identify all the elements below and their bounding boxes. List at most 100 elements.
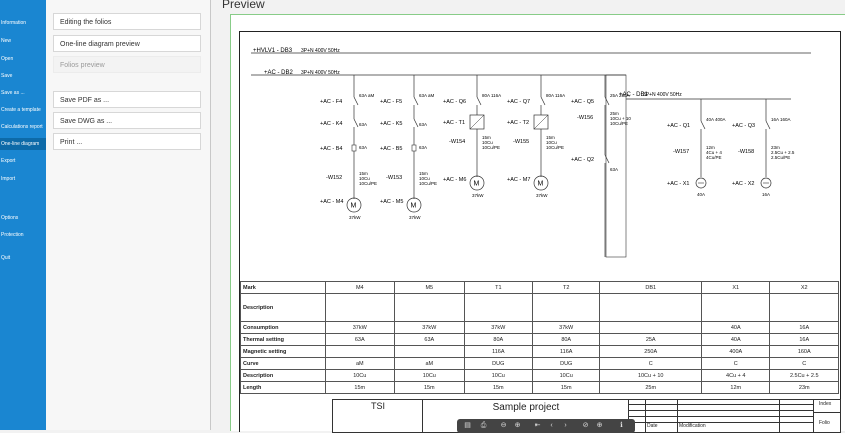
relay-rating: 63A (359, 145, 367, 150)
modification-label: Modification (679, 423, 706, 429)
cable-label: -W157 (673, 149, 689, 155)
contactor-symbol (413, 118, 419, 128)
table-cell: 37kW (532, 321, 601, 334)
load-rating: 16A (762, 192, 770, 197)
viewer-toolbar: ▤ ⎙ ⊖ ⊕ ⇤ ‹ › ⊘ ⊕ ℹ (457, 419, 635, 433)
sidebar-item-quit[interactable]: Quit (1, 255, 11, 261)
breaker-label: +AC - F5 (380, 99, 402, 105)
load-rating: 37kW (536, 193, 548, 198)
breaker-symbol (353, 96, 359, 106)
relay-label: +AC - B4 (320, 146, 342, 152)
print-button[interactable]: Print ... (53, 133, 201, 150)
company-name: TSI (370, 401, 385, 411)
one-line-diagram-menu: Editing the folios One-line diagram prev… (46, 0, 210, 430)
cable-pe: 4Cu/PE (706, 155, 722, 160)
table-cell: 4Cu + 4 (701, 369, 771, 382)
info-icon[interactable]: ℹ (620, 422, 623, 429)
sidebar-item-one-line-diagram[interactable]: One-line diagram (0, 138, 46, 150)
title-block-revisions: Date Modification (628, 399, 815, 433)
cable-section: 2.5Cu + 2.5 (771, 150, 795, 155)
cable-pe: 10Cu/PE (546, 145, 564, 150)
sidebar-item-options[interactable]: Options (1, 215, 19, 221)
table-row: Thermal setting 63A 63A 80A 80A 25A 40A … (240, 333, 839, 346)
table-cell (599, 293, 703, 322)
table-header-cell: M4 (324, 281, 396, 294)
zoom-in-2-icon[interactable]: ⊕ (596, 422, 603, 429)
zoom-fit-icon[interactable]: ⊘ (582, 422, 589, 429)
table-cell: 15m (532, 381, 601, 394)
contactor-rating: 63A (419, 122, 427, 127)
sidebar-item-export[interactable]: Export (1, 158, 16, 164)
title-block-index: Index Folio (813, 399, 841, 433)
first-page-icon[interactable]: ⇤ (534, 422, 541, 429)
table-header-cell: DB1 (599, 281, 703, 294)
cable-section: 10Cu (546, 140, 557, 145)
table-header-cell: T2 (532, 281, 601, 294)
table-cell: C (701, 357, 771, 370)
sidebar-item-create-template[interactable]: Create a template (1, 107, 41, 113)
table-cell: 25m (599, 381, 703, 394)
sidebar-item-calculations-report[interactable]: Calculations report (1, 124, 43, 130)
title-block-company: TSI (332, 399, 424, 433)
table-row: Consumption 37kW 37kW 37kW 37kW 40A 16A (240, 321, 839, 334)
sidebar-item-information[interactable]: Information (1, 20, 27, 26)
table-cell: 80A (532, 333, 601, 346)
editing-folios-button[interactable]: Editing the folios (53, 13, 201, 30)
one-line-preview-button[interactable]: One-line diagram preview (53, 35, 201, 52)
cable-length: 15m (359, 171, 368, 176)
sidebar-item-protection[interactable]: Protection (1, 232, 24, 238)
cable-length: 15m (482, 135, 491, 140)
breaker-rating: 63A aM (419, 93, 435, 98)
motor-symbol (346, 197, 362, 213)
switch-label: +AC - Q2 (571, 157, 594, 163)
contactor-rating: 63A (359, 122, 367, 127)
drive-label: +AC - T2 (507, 120, 529, 126)
breaker-label: +AC - Q1 (667, 123, 690, 129)
cable-length: 15m (546, 135, 555, 140)
drive-label: +AC - T1 (443, 120, 465, 126)
relay-rating: 63A (419, 145, 427, 150)
relay-symbol (351, 144, 357, 152)
sidebar-item-new[interactable]: New (1, 38, 12, 44)
table-header-cell: M5 (394, 281, 465, 294)
sidebar-item-open[interactable]: Open (1, 56, 14, 62)
zoom-in-icon[interactable]: ⊕ (514, 422, 521, 429)
sidebar-item-save[interactable]: Save (1, 73, 13, 79)
save-dwg-button[interactable]: Save DWG as ... (53, 112, 201, 129)
sidebar-item-save-as[interactable]: Save as ... (1, 90, 25, 96)
previous-page-icon[interactable]: ‹ (550, 422, 553, 429)
save-pdf-button[interactable]: Save PDF as ... (53, 91, 201, 108)
table-cell: 400A (701, 345, 771, 358)
contactor-label: +AC - K4 (320, 121, 342, 127)
breaker-symbol (476, 96, 482, 106)
cable-label: -W152 (326, 175, 342, 181)
socket-symbol (695, 177, 707, 189)
table-cell (532, 293, 601, 322)
breaker-label: +AC - Q6 (443, 99, 466, 105)
table-cell: DUG (532, 357, 601, 370)
cable-section: 10Cu (359, 176, 370, 181)
table-row-label: Description (240, 293, 326, 322)
print-icon[interactable]: ⎙ (480, 422, 487, 429)
index-label: Index (819, 401, 832, 407)
table-cell (324, 293, 396, 322)
folios-preview-button[interactable]: Folios preview (53, 56, 201, 73)
cable-section: 10Cu (419, 176, 430, 181)
motor-symbol (406, 197, 422, 213)
breaker-symbol (604, 96, 610, 106)
load-rating: 40A (697, 192, 705, 197)
drive-diagonal (469, 114, 485, 130)
cable-label: -W155 (513, 139, 529, 145)
table-cell: 37kW (394, 321, 465, 334)
sidebar-item-import[interactable]: Import (1, 176, 16, 182)
project-name: Sample project (492, 402, 560, 413)
table-cell (701, 293, 771, 322)
save-icon[interactable]: ▤ (464, 422, 471, 429)
cable-length: 15m (419, 171, 428, 176)
motor-symbol (533, 175, 549, 191)
zoom-out-icon[interactable]: ⊖ (500, 422, 507, 429)
cable-label: -W158 (738, 149, 754, 155)
next-page-icon[interactable]: › (564, 422, 567, 429)
table-cell: C (599, 357, 703, 370)
preview-paper: +HVLV1 - DB3 3P+N 400V 50Hz +AC - DB2 3P… (230, 14, 845, 433)
